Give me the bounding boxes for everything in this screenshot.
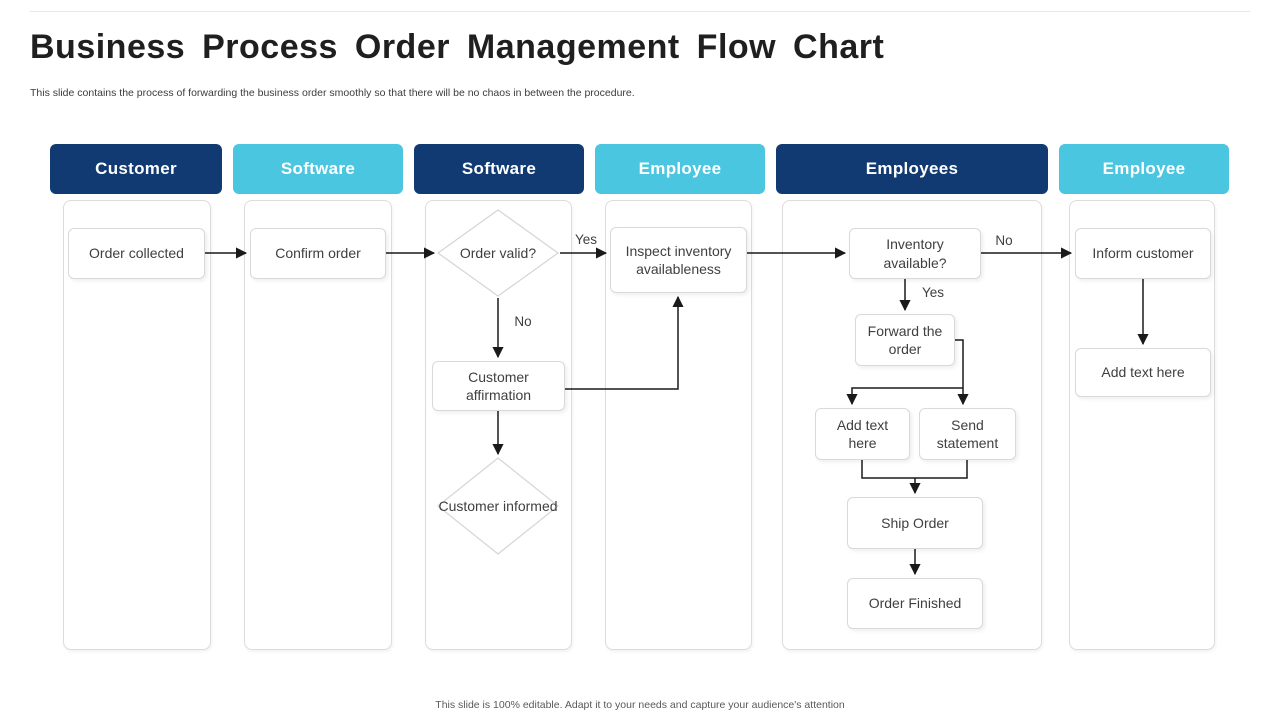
edge-label-yes-order-valid: Yes <box>574 232 598 247</box>
slide-subtitle: This slide contains the process of forwa… <box>30 87 635 99</box>
decision-shape-order-valid <box>436 209 560 297</box>
lane-header-employees[interactable]: Employees <box>776 144 1048 194</box>
edge-join-to-ship <box>861 460 968 479</box>
slide-title: Business Process Order Management Flow C… <box>30 28 885 66</box>
node-inventory-available[interactable]: Inventory available? <box>849 228 981 279</box>
node-send-statement[interactable]: Send statement <box>919 408 1016 460</box>
edge-forward-to-add-text <box>846 387 963 406</box>
node-inform-customer[interactable]: Inform customer <box>1075 228 1211 279</box>
decision-shape-customer-informed <box>437 457 559 555</box>
node-add-text-here-1[interactable]: Add text here <box>815 408 910 460</box>
lane-header-software-1[interactable]: Software <box>233 144 403 194</box>
decision-customer-informed[interactable]: Customer informed <box>438 497 558 514</box>
slide-footer: This slide is 100% editable. Adapt it to… <box>435 699 845 711</box>
edge-label-no-order-valid: No <box>514 314 532 329</box>
node-order-collected[interactable]: Order collected <box>68 228 205 279</box>
decision-order-valid[interactable]: Order valid? <box>459 244 537 261</box>
edge-affirmation-to-inspect <box>565 295 684 390</box>
node-add-text-here-2[interactable]: Add text here <box>1075 348 1211 397</box>
node-inspect-inventory[interactable]: Inspect inventory availableness <box>610 227 747 293</box>
edge-label-yes-inventory: Yes <box>921 285 945 300</box>
node-confirm-order[interactable]: Confirm order <box>250 228 386 279</box>
lane-header-employee-1[interactable]: Employee <box>595 144 765 194</box>
slide-top-border <box>30 11 1250 12</box>
node-order-finished[interactable]: Order Finished <box>847 578 983 629</box>
node-ship-order[interactable]: Ship Order <box>847 497 983 549</box>
lane-header-software-2[interactable]: Software <box>414 144 584 194</box>
node-customer-affirmation[interactable]: Customer affirmation <box>432 361 565 411</box>
edge-forward-to-send-statement <box>955 339 969 406</box>
lane-header-employee-2[interactable]: Employee <box>1059 144 1229 194</box>
lane-header-customer[interactable]: Customer <box>50 144 222 194</box>
node-forward-order[interactable]: Forward the order <box>855 314 955 366</box>
edge-label-no-inventory: No <box>995 233 1013 248</box>
